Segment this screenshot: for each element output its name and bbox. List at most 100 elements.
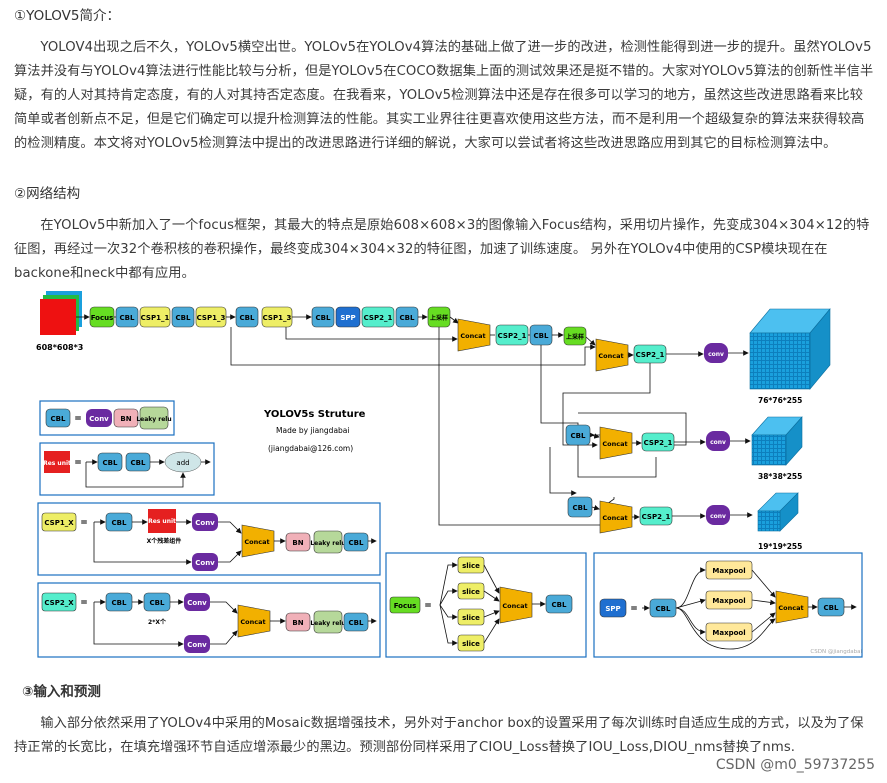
cbl-label: CBL xyxy=(112,599,127,607)
conv-label: Conv xyxy=(187,641,207,649)
cbl-label: CBL xyxy=(150,599,165,607)
csp1-3-label: CSP1_3 xyxy=(263,314,292,322)
output-cube-38 xyxy=(751,416,803,466)
concat-label: Concat xyxy=(240,618,265,626)
csp1-x-label: CSP1_X xyxy=(44,519,74,527)
concat-block xyxy=(457,318,491,352)
csp1-3-label: CSP1_3 xyxy=(197,314,226,322)
section3-heading: ③输入和预测 xyxy=(22,684,101,700)
concat-label: Concat xyxy=(778,604,803,612)
cbl-label: CBL xyxy=(656,605,671,613)
cbl-block xyxy=(171,306,195,328)
cbl-label: CBL xyxy=(176,314,191,322)
concat-label: Concat xyxy=(602,440,627,448)
res-unit-label: Res unit xyxy=(43,460,71,467)
cbl-label: CBL xyxy=(131,459,146,467)
equals-sign: = xyxy=(630,604,638,614)
focus-block-label: Focus xyxy=(91,314,114,322)
cbl-label: CBL xyxy=(534,332,549,340)
upsample-label: 上采样 xyxy=(566,333,584,341)
upsample-block xyxy=(563,326,587,346)
concat-label: Concat xyxy=(460,332,485,340)
output-size-19: 19*19*255 xyxy=(758,542,802,551)
equals-sign: = xyxy=(74,458,82,468)
concat-block xyxy=(595,338,629,372)
spp-label: SPP xyxy=(605,605,620,613)
csp1-x-legend-box xyxy=(37,502,381,576)
leaky-label: Leaky relu xyxy=(136,416,171,423)
csp2-x-label: CSP2_X xyxy=(44,599,74,607)
conv-label: Conv xyxy=(89,415,109,423)
input-size-label: 608*608*3 xyxy=(36,343,83,352)
conv-label: conv xyxy=(710,513,726,520)
equals-sign: = xyxy=(80,518,88,528)
cbl-label: CBL xyxy=(573,504,588,512)
conv-label: Conv xyxy=(195,559,215,567)
cbl-block xyxy=(235,306,259,328)
cbl-label: CBL xyxy=(349,619,364,627)
section1-heading: ①YOLOV5简介： xyxy=(14,8,120,24)
section3-paragraph: 输入部分依然采用了YOLOv4中采用的Mosaic数据增强技术，另外对于anch… xyxy=(14,716,864,755)
cbl-label: CBL xyxy=(51,415,66,423)
equals-sign: = xyxy=(424,601,432,611)
spp-label: SPP xyxy=(340,314,355,322)
concat-block xyxy=(599,426,633,460)
section2-heading: ②网络结构 xyxy=(14,186,81,202)
slice-label: slice xyxy=(462,640,480,648)
csp2-1-label: CSP2_1 xyxy=(642,513,671,521)
maxpool-label: Maxpool xyxy=(712,567,745,575)
equals-sign: = xyxy=(80,598,88,608)
cbl-label: CBL xyxy=(316,314,331,322)
spp-legend-box xyxy=(593,552,863,658)
conv-label: conv xyxy=(708,351,724,358)
yolov5s-structure-diagram: 608*608*3 Focus CBL CSP1_1 CBL CSP1_3 CB… xyxy=(30,285,870,660)
conv-label: Conv xyxy=(195,519,215,527)
focus-label: Focus xyxy=(394,602,417,610)
diagram-author: Made by jiangdabai xyxy=(276,426,349,435)
output-size-38: 38*38*255 xyxy=(758,472,802,481)
footer-watermark: CSDN @m0_59737255 xyxy=(715,757,875,773)
concat-label: Concat xyxy=(244,538,269,546)
slice-label: slice xyxy=(462,562,480,570)
cbl-label: CBL xyxy=(400,314,415,322)
cbl-label: CBL xyxy=(120,314,135,322)
cbl-block xyxy=(311,306,335,328)
diagram-email: (jiangdabai@126.com) xyxy=(268,444,353,453)
focus-legend-box xyxy=(385,552,587,658)
add-label: add xyxy=(176,459,189,467)
x-residual-label: X个残差组件 xyxy=(147,537,182,545)
csp1-1-label: CSP1_1 xyxy=(141,314,170,322)
cbl-label: CBL xyxy=(552,601,567,609)
bn-label: BN xyxy=(292,539,303,547)
conv-label: Conv xyxy=(187,599,207,607)
concat-label: Concat xyxy=(602,514,627,522)
csp2-x-legend-box xyxy=(37,582,381,658)
cbl-label: CBL xyxy=(103,459,118,467)
output-cube-19 xyxy=(757,492,799,532)
conv-block xyxy=(706,505,730,525)
leaky-label: Leaky relu xyxy=(310,540,345,547)
cbl-label: CBL xyxy=(349,539,364,547)
cbl-label: CBL xyxy=(112,519,127,527)
bn-label: BN xyxy=(292,619,303,627)
slice-label: slice xyxy=(462,588,480,596)
concat-label: Concat xyxy=(502,602,527,610)
concat-block xyxy=(599,500,633,534)
maxpool-label: Maxpool xyxy=(712,629,745,637)
slice-label: slice xyxy=(462,614,480,622)
two-x-label: 2*X个 xyxy=(148,618,167,626)
csp1-1-block xyxy=(139,306,171,328)
bn-label: BN xyxy=(120,415,131,423)
maxpool-label: Maxpool xyxy=(712,597,745,605)
diagram-watermark: CSDN @jiangdabai xyxy=(810,649,862,655)
cbl-label: CBL xyxy=(571,432,586,440)
input-image-icon xyxy=(40,291,82,335)
section1-paragraph: YOLOV4出现之后不久，YOLOv5横空出世。YOLOv5在YOLOv4算法的… xyxy=(14,40,874,151)
csp2-1-block xyxy=(361,306,395,328)
concat-label: Concat xyxy=(598,352,623,360)
equals-sign: = xyxy=(74,414,82,424)
conv-label: conv xyxy=(710,439,726,446)
csp2-1-label: CSP2_1 xyxy=(364,314,393,322)
csp2-1-label: CSP2_1 xyxy=(498,332,527,340)
leaky-label: Leaky relu xyxy=(310,620,345,627)
